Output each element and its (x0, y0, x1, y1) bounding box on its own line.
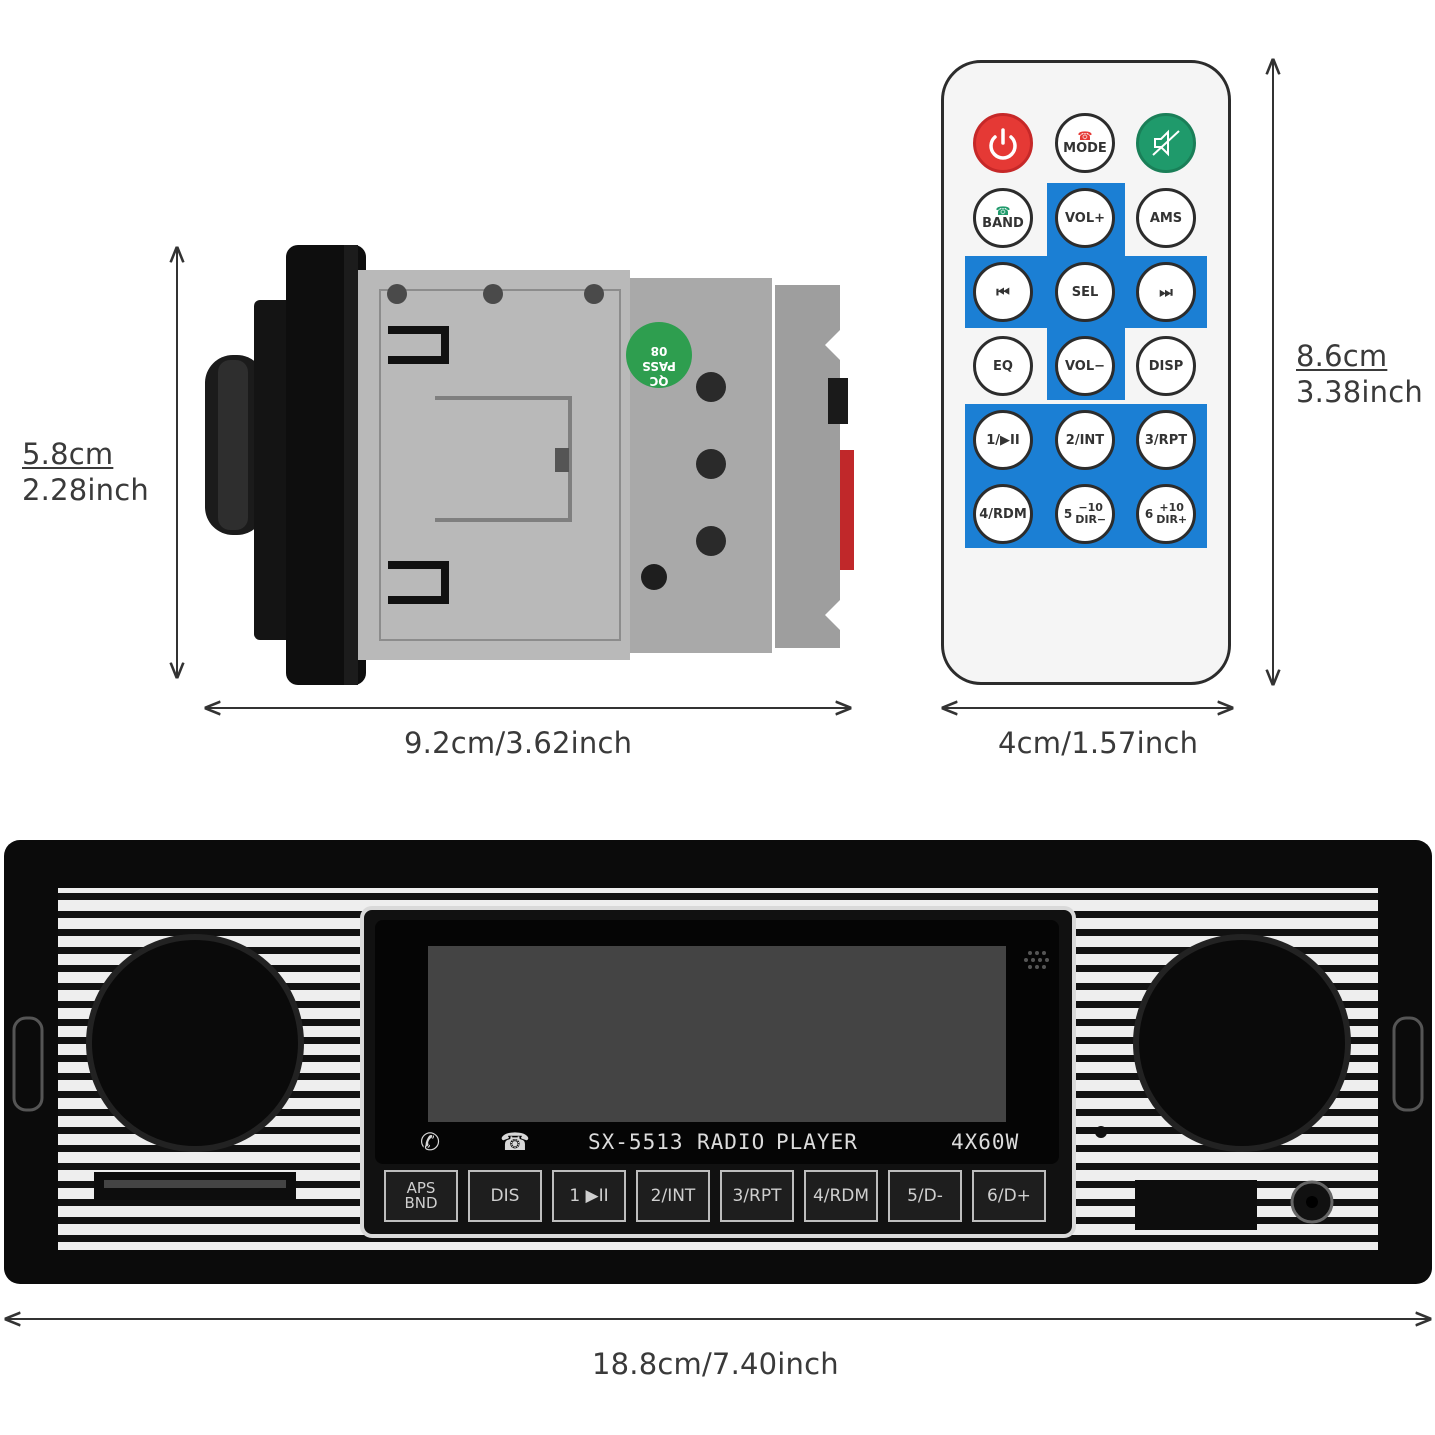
front-4-button[interactable]: 4/RDM (804, 1170, 878, 1222)
remote-6-bottom: DIR+ (1156, 513, 1188, 526)
side-height-cm: 5.8cm (22, 437, 114, 471)
remote-3-button[interactable]: 3/RPT (1136, 410, 1196, 470)
side-width-label: 9.2cm/3.62inch (404, 726, 633, 760)
side-connector (775, 285, 840, 648)
remote-mode-button[interactable]: ☎ MODE (1055, 113, 1115, 173)
remote-1-button[interactable]: 1/▶II (973, 410, 1033, 470)
side-red-tab (840, 450, 854, 570)
radio-label: RADIO (697, 1130, 766, 1154)
remote-4-button[interactable]: 4/RDM (973, 484, 1033, 544)
front-left-knob (86, 934, 304, 1152)
remote-height-label: 8.6cm 3.38inch (1296, 338, 1423, 410)
remote-power-button[interactable] (973, 113, 1033, 173)
remote-6-top: +10 (1159, 501, 1184, 514)
remote-6-num: 6 (1144, 506, 1154, 521)
front-1-button[interactable]: 1 ▶II (552, 1170, 626, 1222)
mute-icon (1152, 129, 1180, 157)
remote-height-in: 3.38inch (1296, 375, 1423, 409)
remote-vol-down-button[interactable]: VOL− (1055, 336, 1115, 396)
side-height-in: 2.28inch (22, 473, 149, 507)
remote-band-button[interactable]: ☎ BAND (973, 188, 1033, 248)
next-icon: ⏭ (1159, 282, 1173, 301)
remote-5-button[interactable]: 5 −10 DIR− (1055, 484, 1115, 544)
side-chassis-front (358, 270, 630, 660)
side-grip (254, 300, 294, 640)
model-label: SX-5513 (588, 1130, 684, 1154)
remote-width-label: 4cm/1.57inch (998, 726, 1199, 760)
front-5-button[interactable]: 5/D- (888, 1170, 962, 1222)
remote-mute-button[interactable] (1136, 113, 1196, 173)
remote-eq-button[interactable]: EQ (973, 336, 1033, 396)
remote-5-bottom: DIR− (1075, 513, 1107, 526)
front-usb-port (1135, 1180, 1257, 1230)
phone-hangup-icon: ☎ (500, 1128, 530, 1156)
side-height-label: 5.8cm 2.28inch (22, 436, 149, 508)
qc-sticker (626, 322, 692, 388)
power-rating-label: 4X60W (951, 1130, 1020, 1154)
phone-answer-icon: ☎ (995, 203, 1011, 218)
remote-5-top: −10 (1078, 501, 1103, 514)
remote-disp-button[interactable]: DISP (1136, 336, 1196, 396)
remote-sel-button[interactable]: SEL (1055, 262, 1115, 322)
remote-ams-button[interactable]: AMS (1136, 188, 1196, 248)
remote-mode-label: MODE (1063, 140, 1107, 156)
remote-prev-button[interactable]: ⏮ (973, 262, 1033, 322)
power-icon (989, 128, 1017, 160)
front-3-button[interactable]: 3/RPT (720, 1170, 794, 1222)
remote-height-cm: 8.6cm (1296, 339, 1388, 373)
remote-next-button[interactable]: ⏭ (1136, 262, 1196, 322)
phone-hangup-icon: ☎ (1077, 128, 1093, 143)
remote-vol-up-button[interactable]: VOL+ (1055, 188, 1115, 248)
front-aps-bnd-button[interactable]: APS BND (384, 1170, 458, 1222)
front-2-button[interactable]: 2/INT (636, 1170, 710, 1222)
player-label: PLAYER (776, 1130, 858, 1154)
remote-band-label: BAND (982, 215, 1024, 231)
front-width-label: 18.8cm/7.40inch (592, 1347, 839, 1381)
front-dis-button[interactable]: DIS (468, 1170, 542, 1222)
remote-5-num: 5 (1063, 506, 1073, 521)
phone-answer-icon: ✆ (420, 1128, 441, 1156)
front-6-button[interactable]: 6/D+ (972, 1170, 1046, 1222)
front-lcd-screen (428, 946, 1006, 1122)
prev-icon: ⏮ (996, 282, 1010, 301)
aps-label: APS (406, 1179, 436, 1197)
bnd-label: BND (404, 1194, 438, 1212)
remote-2-button[interactable]: 2/INT (1055, 410, 1115, 470)
front-right-knob (1133, 934, 1351, 1152)
remote-6-button[interactable]: 6 +10 DIR+ (1136, 484, 1196, 544)
